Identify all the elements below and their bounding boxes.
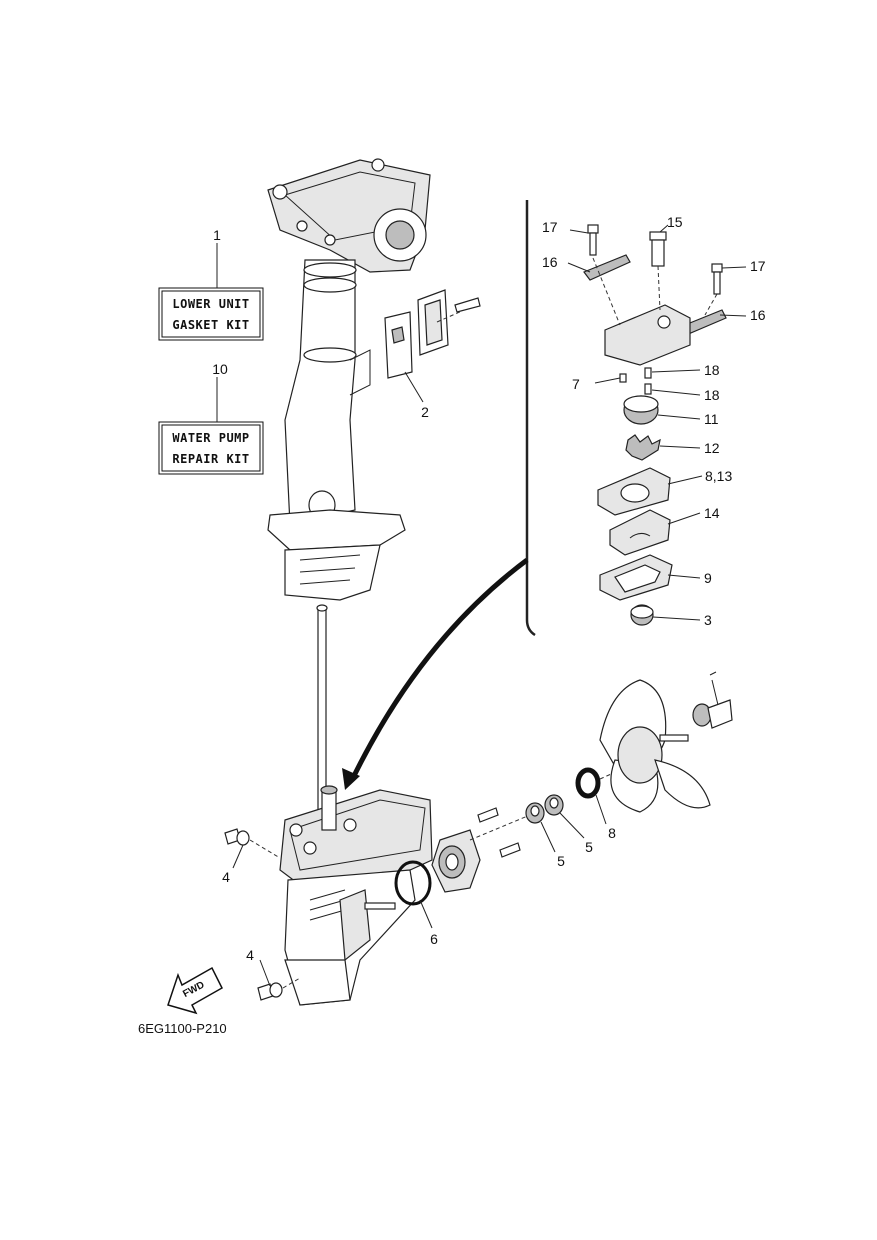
callout-14: 14 [704,505,720,521]
water-pump-kit-line1: WATER PUMP [172,431,249,445]
water-pump-repair-kit-label: WATER PUMP REPAIR KIT 10 [158,361,264,475]
callout-7: 7 [572,376,580,392]
leader-lines [232,224,747,987]
diagram-code: 6EG1100-P210 [138,1021,227,1036]
callout-4-lower: 4 [246,947,254,963]
callout-18-lower: 18 [704,387,720,403]
water-pump-exploded-drawing [525,200,727,637]
upper-casing-drawing [267,158,431,601]
callout-5-right: 5 [585,839,593,855]
lower-unit-kit-line1: LOWER UNIT [172,297,249,311]
reference-arrow [342,557,529,790]
lower-unit-drawing [224,671,733,1006]
callout-9: 9 [704,570,712,586]
fwd-direction-arrow: FWD [167,966,223,1015]
callout-2: 2 [421,404,429,420]
callout-15: 15 [667,214,683,230]
water-pump-kit-line2: REPAIR KIT [172,452,249,466]
callout-8-13: 8,13 [705,468,732,484]
grommet-parts-drawing [384,289,481,379]
callout-17-right: 17 [750,258,766,274]
callout-8: 8 [608,825,616,841]
callout-16-right: 16 [750,307,766,323]
callout-18-upper: 18 [704,362,720,378]
callout-numbers: 2 17 16 15 17 16 18 7 18 11 12 8,13 14 9… [222,214,766,963]
callout-1: 1 [213,227,221,243]
callout-17-left: 17 [542,219,558,235]
callout-3: 3 [704,612,712,628]
lower-unit-gasket-kit-label: LOWER UNIT GASKET KIT 1 [158,227,264,341]
callout-10: 10 [212,361,228,377]
callout-4-upper: 4 [222,869,230,885]
callout-5-left: 5 [557,853,565,869]
callout-12: 12 [704,440,720,456]
callout-16-left: 16 [542,254,558,270]
callout-11: 11 [704,411,719,427]
lower-unit-kit-line2: GASKET KIT [172,318,249,332]
callout-6: 6 [430,931,438,947]
